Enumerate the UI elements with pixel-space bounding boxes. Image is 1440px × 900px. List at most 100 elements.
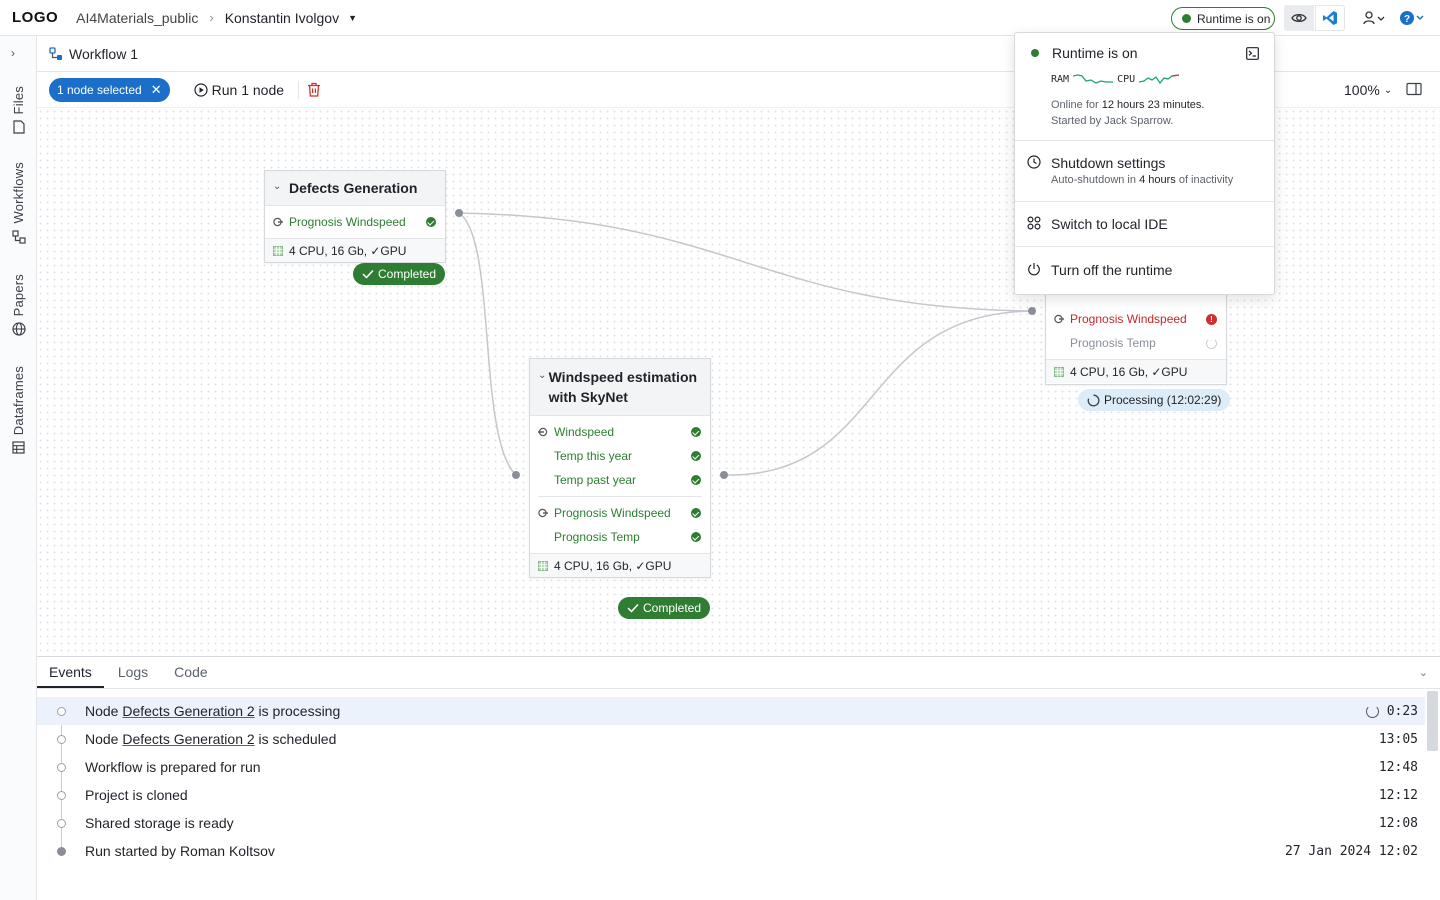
- error-icon: !: [1206, 314, 1217, 325]
- sidebar-item-papers[interactable]: Papers: [0, 274, 37, 336]
- workflow-title[interactable]: Workflow 1: [69, 46, 138, 62]
- turn-off-runtime-label: Turn off the runtime: [1051, 262, 1172, 278]
- input-port[interactable]: Windspeed: [530, 420, 710, 444]
- status-label: Completed: [378, 267, 436, 281]
- output-port[interactable]: Prognosis Windspeed: [265, 210, 445, 234]
- help-menu-button[interactable]: ?: [1397, 5, 1427, 31]
- table-icon: [12, 441, 25, 454]
- output-port[interactable]: Prognosis Temp: [1046, 331, 1226, 355]
- collapse-chevron-icon[interactable]: ⌄: [273, 181, 289, 192]
- runtime-uptime: Online for 12 hours 23 minutes.: [1051, 97, 1260, 113]
- uptime-prefix: Online for: [1051, 99, 1102, 111]
- chip-icon: [1054, 367, 1070, 377]
- turn-off-runtime-item[interactable]: Turn off the runtime: [1015, 247, 1274, 294]
- output-port[interactable]: Prognosis Windspeed: [530, 501, 710, 525]
- output-handle[interactable]: [455, 209, 463, 217]
- checkmark-icon: [362, 269, 374, 279]
- event-time: 12:48: [1379, 760, 1418, 775]
- edge: [459, 213, 516, 475]
- sidebar-item-files[interactable]: Files: [0, 86, 37, 134]
- selection-chip: 1 node selected ✕: [49, 78, 170, 102]
- event-row[interactable]: Node Defects Generation 2 is scheduled 1…: [37, 725, 1425, 753]
- status-label: Completed: [643, 601, 701, 615]
- breadcrumb-user[interactable]: Konstantin Ivolgov: [225, 10, 339, 26]
- runtime-status-dot: [1031, 49, 1039, 57]
- preview-button[interactable]: [1284, 5, 1314, 31]
- shutdown-description: Auto-shutdown in 4 hours of inactivity: [1051, 174, 1233, 186]
- tab-code[interactable]: Code: [162, 664, 219, 688]
- check-icon: [691, 427, 701, 437]
- node-title: Windspeed estimation with SkyNet: [549, 367, 702, 407]
- event-row[interactable]: Run started by Roman Koltsov 27 Jan 2024…: [37, 837, 1425, 865]
- input-port[interactable]: Temp this year: [530, 444, 710, 468]
- runtime-status-label: Runtime is on: [1197, 12, 1270, 26]
- node-link[interactable]: Defects Generation 2: [122, 731, 254, 747]
- node-windspeed-estimation[interactable]: ⌄ Windspeed estimation with SkyNet Winds…: [529, 358, 711, 578]
- vscode-icon: [1322, 10, 1338, 26]
- events-scrollbar[interactable]: [1427, 691, 1438, 751]
- input-handle[interactable]: [512, 471, 520, 479]
- node-defects-generation[interactable]: ⌄ Defects Generation Prognosis Windspeed…: [264, 170, 446, 263]
- event-row[interactable]: Workflow is prepared for run 12:48: [37, 753, 1425, 781]
- node-header[interactable]: ⌄ Defects Generation: [265, 171, 445, 206]
- input-port[interactable]: Temp past year: [530, 468, 710, 492]
- node-link[interactable]: Defects Generation 2: [122, 703, 254, 719]
- output-handle[interactable]: [720, 471, 728, 479]
- terminal-icon[interactable]: [1246, 47, 1259, 60]
- node-header[interactable]: ⌄ Windspeed estimation with SkyNet: [530, 359, 710, 416]
- vscode-button[interactable]: [1315, 5, 1345, 31]
- sidebar-item-workflows[interactable]: Workflows: [0, 162, 37, 244]
- resources-label: 4 CPU, 16 Gb, ✓GPU: [289, 244, 406, 258]
- zoom-select[interactable]: 100% ⌄: [1344, 82, 1392, 98]
- shutdown-prefix: Auto-shutdown in: [1051, 174, 1139, 186]
- ram-label: RAM: [1051, 74, 1069, 85]
- uptime-duration: 12 hours 23 minutes.: [1102, 99, 1205, 111]
- event-text: Workflow is prepared for run: [85, 759, 261, 775]
- event-text: Node Defects Generation 2 is processing: [85, 703, 340, 719]
- bottom-panel: Events Logs Code ⌄ Node Defects Generati…: [37, 656, 1440, 900]
- ram-sparkline: [1073, 73, 1113, 85]
- shutdown-settings-item[interactable]: Shutdown settings Auto-shutdown in 4 hou…: [1015, 141, 1274, 202]
- collapse-panel-icon[interactable]: ⌄: [1419, 666, 1428, 679]
- event-suffix: is scheduled: [255, 731, 337, 747]
- runtime-status-button[interactable]: Runtime is on: [1171, 7, 1275, 30]
- zoom-value: 100%: [1344, 82, 1380, 98]
- switch-ide-item[interactable]: Switch to local IDE: [1015, 202, 1274, 247]
- output-port[interactable]: Prognosis Windspeed !: [1046, 307, 1226, 331]
- output-port-icon: [1054, 314, 1070, 324]
- tab-logs[interactable]: Logs: [106, 664, 160, 688]
- port-name: Prognosis Windspeed: [1070, 312, 1206, 326]
- shutdown-duration: 4 hours: [1139, 174, 1176, 186]
- clear-selection-icon[interactable]: ✕: [151, 82, 162, 98]
- checkmark-icon: [627, 603, 639, 613]
- event-time: 13:05: [1379, 732, 1418, 747]
- event-row[interactable]: Shared storage is ready 12:08: [37, 809, 1425, 837]
- run-node-button[interactable]: Run 1 node: [194, 82, 284, 98]
- account-menu-button[interactable]: [1359, 5, 1389, 31]
- output-port[interactable]: Prognosis Temp: [530, 525, 710, 549]
- eye-icon: [1291, 12, 1307, 24]
- timeline-bullet: [57, 791, 66, 800]
- edge: [459, 213, 1032, 311]
- port-name: Temp this year: [554, 449, 691, 463]
- port-name: Prognosis Windspeed: [289, 215, 426, 229]
- caret-down-icon[interactable]: ▼: [348, 13, 357, 23]
- event-row[interactable]: Node Defects Generation 2 is processing …: [37, 697, 1425, 725]
- event-text: Node Defects Generation 2 is scheduled: [85, 731, 336, 747]
- chip-icon: [273, 246, 289, 256]
- event-prefix: Node: [85, 731, 122, 747]
- left-sidebar: › Files Workflows Papers Dataframes: [0, 36, 37, 900]
- tab-events[interactable]: Events: [37, 664, 104, 688]
- sidebar-item-dataframes[interactable]: Dataframes: [0, 366, 37, 454]
- collapse-chevron-icon[interactable]: ⌄: [538, 370, 549, 381]
- expand-sidebar-icon[interactable]: ›: [11, 46, 15, 60]
- event-row[interactable]: Project is cloned 12:12: [37, 781, 1425, 809]
- check-icon: [691, 475, 701, 485]
- workflow-icon: [49, 47, 63, 61]
- breadcrumb-project[interactable]: AI4Materials_public: [76, 10, 198, 26]
- input-handle[interactable]: [1028, 307, 1036, 315]
- trash-icon[interactable]: [307, 82, 321, 97]
- bottom-tabs: Events Logs Code: [37, 657, 1440, 689]
- logo[interactable]: LOGO: [12, 9, 58, 26]
- side-panel-toggle-icon[interactable]: [1406, 82, 1422, 96]
